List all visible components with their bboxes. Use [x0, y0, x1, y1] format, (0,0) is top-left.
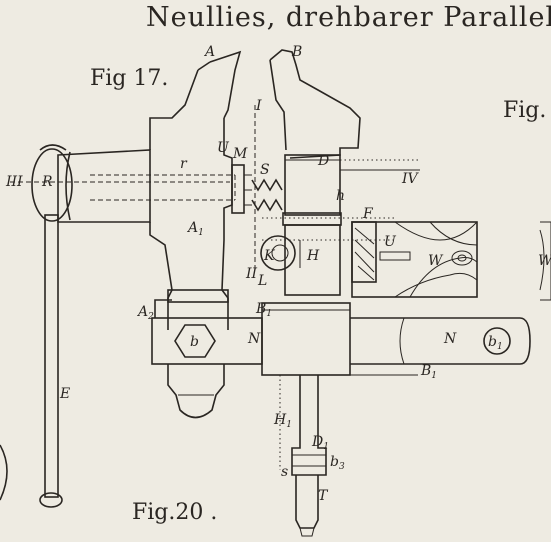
label-E: E	[59, 386, 70, 402]
wood-block	[351, 221, 551, 301]
label-A1: A1	[186, 220, 204, 238]
figure-right-label: Fig.	[503, 98, 547, 123]
label-U2: U	[384, 234, 397, 250]
label-H1: H1	[273, 412, 292, 430]
adjuster-knob	[260, 235, 301, 271]
handle-bar	[31, 144, 73, 508]
label-B1: B1	[255, 301, 272, 319]
label-b: b	[190, 334, 199, 350]
screw-housing	[57, 149, 236, 223]
label-K: K	[263, 248, 276, 264]
base-beam	[151, 299, 531, 470]
label-II: II	[245, 266, 258, 282]
label-b3: b3	[330, 454, 345, 472]
label-S: S	[260, 162, 270, 178]
spindle	[291, 375, 327, 537]
label-IV: IV	[401, 171, 420, 187]
label-W: W	[428, 253, 444, 269]
screw-thread	[231, 164, 283, 214]
left-jaw	[149, 50, 242, 330]
label-N2: N	[443, 331, 457, 347]
label-L: L	[257, 273, 267, 289]
label-B: B	[291, 44, 302, 60]
label-U: U	[217, 140, 230, 156]
page-title: Neullies, drehbarer Parallel-	[146, 2, 551, 33]
label-W2: W	[538, 253, 551, 269]
label-R: R	[41, 174, 53, 190]
label-N: N	[247, 331, 261, 347]
label-M: M	[232, 146, 248, 162]
right-jaw	[262, 49, 420, 296]
label-D: D	[317, 153, 329, 169]
label-A: A	[203, 44, 215, 60]
label-s: s	[281, 464, 288, 480]
label-h: h	[336, 188, 345, 204]
label-A2: A2	[136, 304, 154, 322]
figure-20-label: Fig.20 .	[132, 500, 218, 525]
figure-17-label: Fig 17.	[90, 66, 169, 91]
left-edge-arc	[0, 444, 8, 501]
left-foot	[167, 364, 225, 419]
label-I: I	[255, 98, 262, 114]
label-T: T	[318, 488, 329, 504]
label-F: F	[362, 206, 374, 222]
label-D1: D1	[311, 434, 329, 452]
label-III: III	[5, 174, 23, 190]
label-H: H	[306, 248, 320, 264]
label-B1b: B1	[420, 363, 437, 381]
label-r: r	[180, 156, 188, 172]
labels: A B I U M r D III R S IV h F A1 K H U W …	[5, 44, 551, 504]
label-b1: b1	[488, 334, 503, 352]
